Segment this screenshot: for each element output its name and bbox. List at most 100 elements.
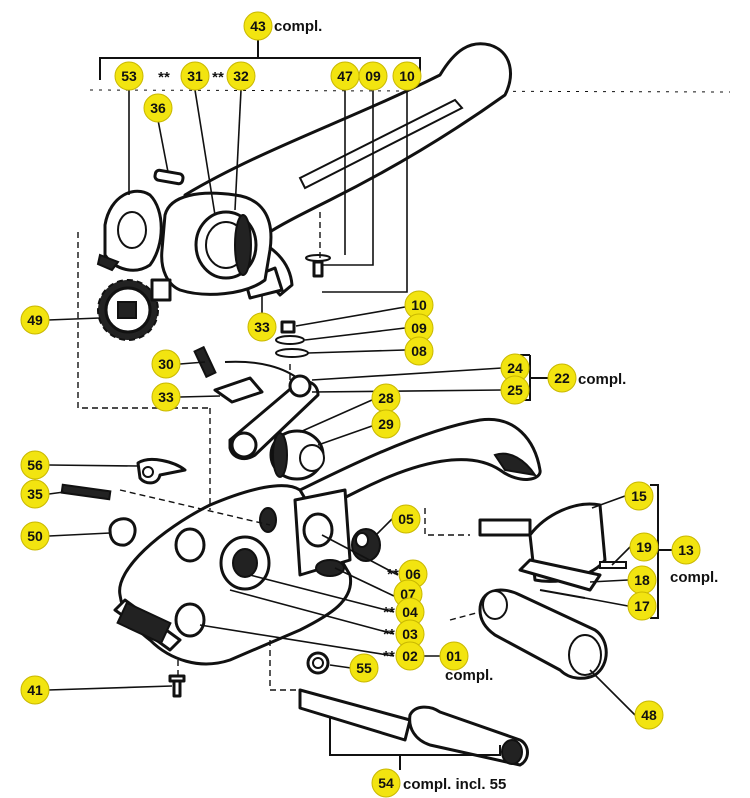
callout-13: 13 [671,535,701,565]
star-32: ** [212,69,224,86]
svg-text:28: 28 [378,390,394,406]
svg-text:36: 36 [150,100,166,116]
base-handle [278,417,542,527]
callout-15: 15 [624,481,654,511]
callout-10-top: 10 [392,61,422,91]
callout-09-mid: 09 [404,313,434,343]
callout-50: 50 [20,521,50,551]
callout-01: 01 [439,641,469,671]
svg-text:50: 50 [27,528,43,544]
callout-41: 41 [20,675,50,705]
svg-text:35: 35 [27,486,43,502]
leader-lines [47,88,636,716]
svg-text:30: 30 [158,356,174,372]
callout-24: 24 [500,353,530,383]
svg-text:32: 32 [233,68,249,84]
group-brackets [99,40,672,770]
callout-56: 56 [20,450,50,480]
svg-text:19: 19 [636,539,652,555]
svg-text:54: 54 [378,775,394,791]
svg-text:56: 56 [27,457,43,473]
shaft-54 [298,688,529,767]
callout-33-upper: 33 [247,312,277,342]
ratchet-gear [97,278,172,341]
lever-hub [160,191,273,296]
svg-text:29: 29 [378,416,394,432]
screw-41 [168,674,186,698]
roller-48 [478,588,608,680]
svg-text:09: 09 [411,320,427,336]
star-02: ** [383,648,395,665]
svg-text:10: 10 [399,68,415,84]
spring-05 [351,528,381,562]
callout-02: 02 [395,641,425,671]
svg-text:22: 22 [554,370,570,386]
callout-09-top: 09 [358,61,388,91]
callout-28: 28 [371,383,401,413]
callout-19: 19 [629,532,659,562]
svg-text:25: 25 [507,382,523,398]
callout-32: 32 [226,61,256,91]
callout-47: 47 [330,61,360,91]
callout-17: 17 [627,591,657,621]
svg-text:08: 08 [411,343,427,359]
small-fasteners [275,254,331,358]
left-small-parts [60,458,187,547]
callout-25: 25 [500,375,530,405]
callout-05: 05 [391,504,421,534]
callout-48: 48 [634,700,664,730]
ring-55 [306,651,330,675]
callout-35: 35 [20,479,50,509]
callout-30: 30 [151,349,181,379]
svg-text:15: 15 [631,488,647,504]
callout-18: 18 [627,565,657,595]
star-04: ** [383,604,395,621]
callout-22: 22 [547,363,577,393]
svg-text:33: 33 [158,389,174,405]
svg-text:13: 13 [678,542,694,558]
svg-text:18: 18 [634,572,650,588]
callout-43: 43 [243,11,273,41]
callout-55: 55 [349,653,379,683]
svg-text:47: 47 [337,68,353,84]
svg-text:43: 43 [250,18,266,34]
svg-text:24: 24 [507,360,523,376]
ratchet-housing [96,189,163,272]
star-31: ** [158,69,170,86]
label-compl-01: compl. [445,667,493,684]
svg-text:09: 09 [365,68,381,84]
clamp-assembly [478,502,627,599]
svg-text:06: 06 [405,566,421,582]
callout-54: 54 [371,768,401,798]
svg-text:49: 49 [27,312,43,328]
svg-text:41: 41 [27,682,43,698]
svg-text:04: 04 [402,604,418,620]
svg-text:53: 53 [121,68,137,84]
label-compl-13: compl. [670,569,718,586]
callout-36: 36 [143,93,173,123]
svg-text:02: 02 [402,648,418,664]
callout-29: 29 [371,409,401,439]
callout-04: 04 [395,597,425,627]
link-arm [228,374,325,481]
callout-badges: 43 compl. 53 ** 31 ** 32 47 09 10 36 49 … [20,11,718,798]
pin-36 [153,168,185,186]
svg-text:01: 01 [446,648,462,664]
svg-text:10: 10 [411,297,427,313]
callout-53: 53 [114,61,144,91]
star-06: ** [387,566,399,583]
svg-text:55: 55 [356,660,372,676]
callout-03: 03 [395,619,425,649]
svg-text:03: 03 [402,626,418,642]
svg-text:17: 17 [634,598,650,614]
callout-49: 49 [20,305,50,335]
label-compl-22: compl. [578,371,626,388]
star-03: ** [383,626,395,643]
svg-text:33: 33 [254,319,270,335]
callout-08: 08 [404,336,434,366]
parts-drawing [60,42,731,767]
label-compl-43: compl. [274,18,322,35]
callout-31: 31 [180,61,210,91]
callout-33-lower: 33 [151,382,181,412]
